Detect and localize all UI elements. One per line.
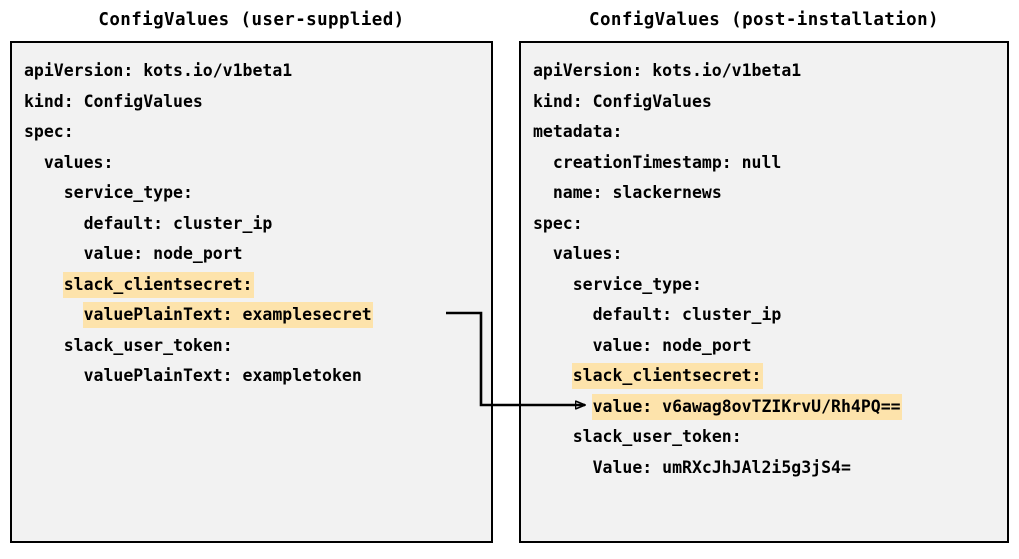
right-yaml-line: apiVersion: kots.io/v1beta1 (533, 56, 1003, 87)
yaml-indent (533, 275, 573, 294)
right-yaml-line: value: node_port (533, 331, 1003, 362)
left-yaml-block: apiVersion: kots.io/v1beta1 kind: ConfigV… (24, 56, 487, 392)
right-panel-title: ConfigValues (post-installation) (589, 10, 939, 30)
right-yaml-line: values: (533, 239, 1003, 270)
left-yaml-line: kind: ConfigValues (24, 87, 487, 118)
yaml-line-text: service_type: (63, 183, 193, 202)
yaml-indent (533, 458, 593, 477)
left-yaml-line: apiVersion: kots.io/v1beta1 (24, 56, 487, 87)
yaml-line-text: spec: (533, 213, 583, 233)
left-yaml-line: values: (24, 148, 487, 179)
yaml-line-text: Value: umRXcJhJAl2i5g3jS4= (592, 457, 851, 477)
yaml-line-text: kind: ConfigValues (24, 91, 203, 111)
left-yaml-line: default: cluster_ip (24, 209, 487, 240)
left-yaml-line: slack_clientsecret: (24, 270, 487, 301)
yaml-indent (24, 366, 84, 385)
right-yaml-line: slack_clientsecret: (533, 361, 1003, 392)
yaml-line-text: value: node_port (592, 335, 752, 355)
yaml-indent (24, 183, 64, 202)
yaml-line-text: slack_clientsecret: (572, 364, 762, 388)
yaml-line-text: valuePlainText: examplesecret (83, 303, 372, 327)
left-yaml-line: spec: (24, 117, 487, 148)
right-yaml-line: Value: umRXcJhJAl2i5g3jS4= (533, 453, 1003, 484)
yaml-indent (533, 153, 553, 172)
left-yaml-line: valuePlainText: exampletoken (24, 361, 487, 392)
yaml-line-text: slack_user_token: (572, 427, 742, 446)
yaml-line-text: apiVersion: kots.io/v1beta1 (533, 61, 802, 80)
right-yaml-line: value: v6awag8ovTZIKrvU/Rh4PQ== (533, 392, 1003, 423)
yaml-indent (533, 244, 553, 263)
right-yaml-line: service_type: (533, 270, 1003, 301)
yaml-line-text: value: node_port (83, 244, 243, 263)
left-configvalues-panel: apiVersion: kots.io/v1beta1 kind: ConfigV… (10, 41, 493, 543)
right-yaml-block: apiVersion: kots.io/v1beta1 kind: ConfigV… (533, 56, 1003, 483)
right-yaml-line: kind: ConfigValues (533, 87, 1003, 118)
yaml-indent (533, 183, 553, 202)
yaml-line-text: kind: ConfigValues (533, 91, 712, 111)
yaml-indent (24, 305, 84, 324)
left-yaml-line: valuePlainText: examplesecret (24, 300, 487, 331)
yaml-line-text: slack_clientsecret: (63, 272, 253, 297)
yaml-line-text: slack_user_token: (63, 335, 233, 355)
yaml-line-text: spec: (24, 122, 74, 141)
yaml-indent (533, 305, 593, 324)
yaml-indent (533, 397, 593, 416)
right-yaml-line: default: cluster_ip (533, 300, 1003, 331)
yaml-indent (24, 336, 64, 355)
yaml-line-text: values: (552, 244, 623, 263)
yaml-line-text: service_type: (572, 274, 702, 294)
yaml-line-text: creationTimestamp: null (552, 152, 782, 172)
yaml-indent (24, 153, 44, 172)
yaml-line-text: values: (43, 152, 114, 172)
right-yaml-line: creationTimestamp: null (533, 148, 1003, 179)
yaml-line-text: name: slackernews (552, 183, 722, 202)
right-yaml-line: spec: (533, 209, 1003, 240)
yaml-line-text: value: v6awag8ovTZIKrvU/Rh4PQ== (592, 394, 901, 419)
right-yaml-line: slack_user_token: (533, 422, 1003, 453)
left-yaml-line: value: node_port (24, 239, 487, 270)
yaml-indent (533, 336, 593, 355)
left-yaml-line: service_type: (24, 178, 487, 209)
yaml-line-text: default: cluster_ip (83, 213, 273, 233)
right-configvalues-panel: apiVersion: kots.io/v1beta1 kind: ConfigV… (519, 41, 1009, 543)
yaml-line-text: apiVersion: kots.io/v1beta1 (24, 61, 293, 80)
yaml-indent (533, 427, 573, 446)
yaml-indent (24, 214, 84, 233)
yaml-indent (24, 244, 84, 263)
left-yaml-line: slack_user_token: (24, 331, 487, 362)
left-panel-title: ConfigValues (user-supplied) (98, 10, 405, 30)
right-yaml-line: name: slackernews (533, 178, 1003, 209)
yaml-indent (24, 275, 64, 294)
yaml-line-text: metadata: (533, 122, 623, 141)
yaml-line-text: default: cluster_ip (592, 305, 782, 324)
right-yaml-line: metadata: (533, 117, 1003, 148)
yaml-indent (533, 366, 573, 385)
yaml-line-text: valuePlainText: exampletoken (83, 366, 362, 385)
